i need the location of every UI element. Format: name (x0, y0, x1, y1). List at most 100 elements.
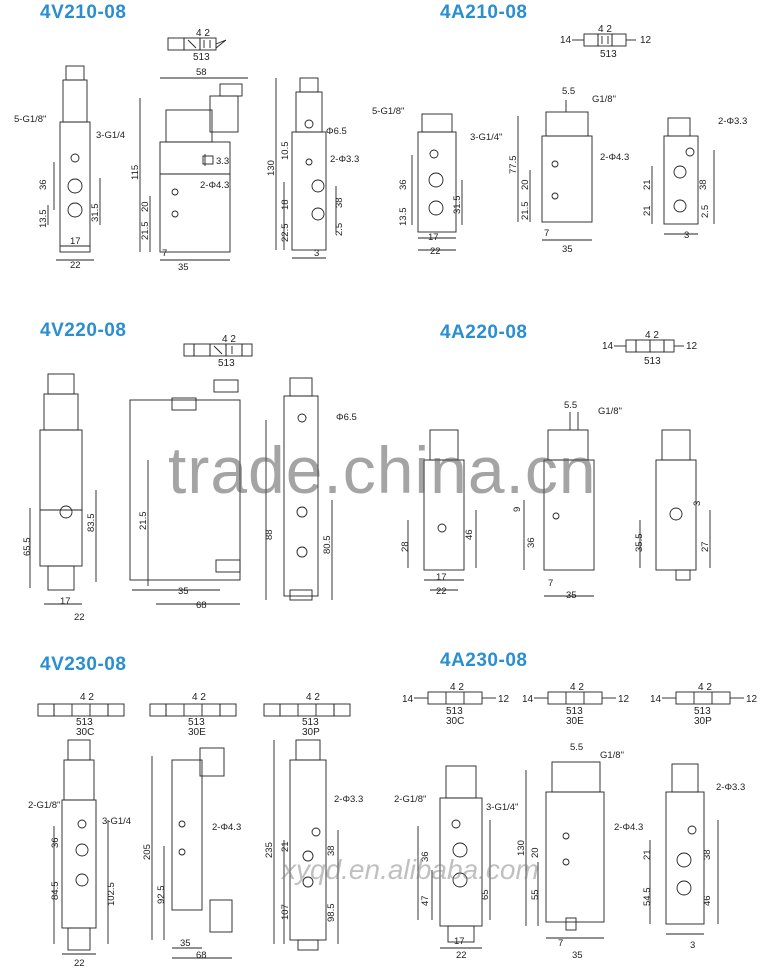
ports-label: 4 2 (222, 334, 236, 345)
dim-label: 17 (70, 236, 81, 247)
dim-label: 3-G1/4 (102, 816, 131, 827)
pilot-label: 14 (402, 694, 414, 705)
dim-label: 68 (196, 600, 207, 611)
dim-label: 22 (430, 246, 441, 257)
dim-label: 18 (280, 199, 291, 210)
watermark-main: trade.china.cn (168, 433, 597, 507)
title-4v230: 4V230-08 (40, 654, 127, 675)
dim-label: 83.5 (86, 514, 97, 533)
front-view-4a210 (411, 113, 463, 251)
dim-label: 21.5 (140, 222, 151, 241)
ports-label: 4 2 (570, 682, 584, 693)
dim-label: 98.5 (326, 904, 337, 923)
dim-label: 38 (702, 849, 713, 860)
dim-label: 20 (530, 847, 541, 858)
dim-label: 2-Φ3.3 (334, 794, 363, 805)
dim-label: 2-Φ4.3 (200, 180, 229, 191)
valve-symbol-4v210 (167, 37, 227, 51)
dim-label: 2-G1/8" (28, 800, 60, 811)
pilot-label: 14 (602, 341, 614, 352)
side-view-4a220 (523, 412, 595, 597)
dim-label: 102.5 (106, 882, 117, 906)
dim-label: 5.5 (570, 742, 583, 753)
title-4a210: 4A210-08 (440, 2, 528, 23)
dim-label: 58 (196, 67, 207, 78)
ports-label: 4 2 (598, 24, 612, 35)
dim-label: 68 (196, 950, 207, 961)
ports-label: 513 (193, 52, 210, 63)
dim-label: 9 (512, 507, 523, 512)
watermark-site: xyqd.en.alibaba.com (282, 854, 539, 885)
dim-label: 115 (130, 165, 141, 180)
ports-label: 513 (446, 706, 463, 717)
valve-symbols-4a230 (414, 691, 744, 705)
dim-label: 2.5 (334, 223, 345, 236)
dim-label: 21.5 (520, 202, 531, 221)
pilot-label: 14 (560, 35, 572, 46)
dim-label: 2-G1/8" (394, 794, 426, 805)
side-view-4v230 (151, 747, 233, 959)
dim-label: 21 (642, 849, 653, 860)
dim-label: 36 (526, 537, 537, 548)
pilot-label: 14 (522, 694, 534, 705)
dim-label: 235 (264, 842, 275, 858)
right-view-4a230 (649, 763, 719, 935)
dim-label: 28 (400, 541, 411, 552)
dim-label: 7 (558, 938, 563, 949)
dim-label: 46 (702, 895, 713, 906)
dim-label: 3.3 (216, 156, 229, 167)
dim-label: 7 (548, 578, 553, 589)
dim-label: 5.5 (562, 86, 575, 97)
dim-label: 13.5 (38, 210, 49, 229)
dim-label: 35 (178, 262, 189, 273)
right-view-4a220 (639, 429, 711, 581)
side-view-4a230 (525, 761, 605, 939)
dim-label: 21.5 (138, 512, 149, 531)
valve-symbol-4v220 (183, 343, 253, 357)
dim-label: 80.5 (322, 536, 333, 555)
ports-label: 4 2 (306, 692, 320, 703)
dim-label: G1/8" (598, 406, 622, 417)
right-view-4v230 (273, 739, 339, 951)
dim-label: 3-G1/4" (486, 802, 518, 813)
title-4v220: 4V220-08 (40, 320, 127, 341)
front-view-4v210 (47, 65, 101, 261)
dim-label: 2-Φ4.3 (600, 152, 629, 163)
dim-label: 7 (162, 248, 167, 259)
dim-label: 65.5 (22, 538, 33, 557)
pilot-label: 14 (650, 694, 662, 705)
dim-label: 5-G1/8" (372, 106, 404, 117)
front-view-4a230 (417, 765, 491, 949)
dim-label: 17 (428, 232, 439, 243)
pilot-label: 12 (618, 694, 630, 705)
dim-label: 35 (180, 938, 191, 949)
ports-label: 4 2 (698, 682, 712, 693)
dim-label: 2-Φ3.3 (718, 116, 747, 127)
config-label: 30E (566, 716, 584, 727)
dim-label: 205 (142, 844, 153, 860)
dim-label: 17 (454, 936, 465, 947)
dim-label: 46 (464, 529, 475, 540)
pilot-label: 12 (686, 341, 698, 352)
pilot-label: 12 (640, 35, 652, 46)
dim-label: 2-Φ4.3 (614, 822, 643, 833)
title-4a220: 4A220-08 (440, 322, 528, 343)
dim-label: 130 (266, 160, 277, 176)
dim-label: 55 (530, 889, 541, 900)
dim-label: 84.5 (50, 882, 61, 901)
dim-label: 20 (520, 179, 531, 190)
dim-label: 22 (70, 260, 81, 271)
dim-label: 88 (264, 529, 275, 540)
right-view-4v220 (265, 377, 333, 601)
dim-label: 36 (420, 851, 431, 862)
dim-label: 2.5 (700, 205, 711, 218)
dim-label: 35 (178, 586, 189, 597)
dim-label: 130 (516, 840, 527, 856)
ports-label: 513 (644, 356, 661, 367)
valve-symbol-4a220 (614, 339, 684, 353)
dim-label: 54.5 (642, 888, 653, 907)
dim-label: 107 (280, 904, 291, 920)
dim-label: 22 (436, 586, 447, 597)
ports-label: 4 2 (450, 682, 464, 693)
dim-label: 7 (544, 228, 549, 239)
